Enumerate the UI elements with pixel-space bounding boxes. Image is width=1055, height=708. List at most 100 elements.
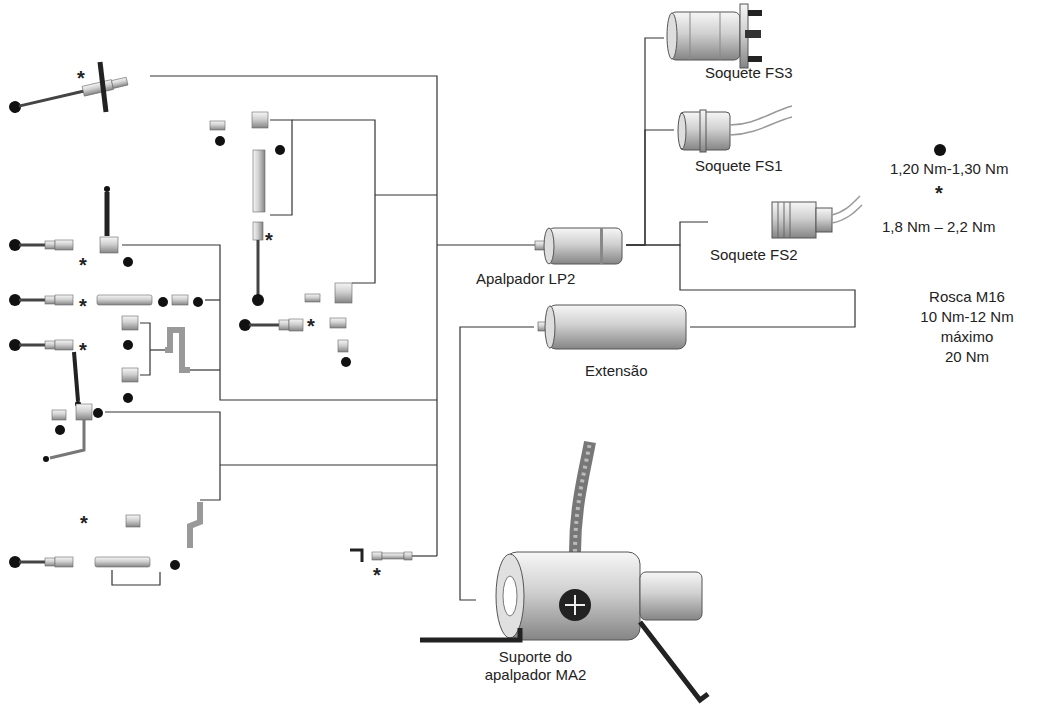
hex-tool-stylus (350, 550, 412, 562)
leader-lines (220, 464, 437, 465)
leader-lines (190, 369, 220, 370)
probe-holder-ma2 (574, 595, 576, 615)
stylus-row (126, 515, 140, 527)
stylus-side (341, 357, 351, 367)
probe-holder-ma2 (420, 628, 520, 640)
stylus-row (158, 297, 168, 307)
cranked-stylus (52, 410, 66, 420)
torque-mark: * (80, 513, 88, 533)
stylus-column (257, 240, 260, 295)
part-label: Soquete FS1 (695, 157, 783, 175)
cranked-stylus (43, 456, 49, 462)
stylus-column (215, 136, 225, 146)
socket-fs2 (784, 202, 785, 238)
torque-mark: * (79, 296, 87, 316)
socket-fs2 (778, 202, 779, 238)
part-label-box: Extensão (534, 301, 690, 382)
cranked-stylus (76, 404, 92, 420)
stylus-row (123, 393, 133, 403)
star-stylus (19, 89, 86, 107)
stylus-row (104, 186, 110, 192)
stylus-side (289, 319, 303, 331)
socket-fs2 (772, 202, 816, 238)
probe-lp2 (535, 228, 622, 264)
cranked-stylus (93, 408, 103, 418)
socket-fs1 (730, 106, 792, 125)
star-stylus (8, 62, 129, 114)
connector-line (626, 130, 674, 245)
stylus-row (95, 557, 150, 567)
socket-fs2 (816, 208, 832, 232)
torque-mark: * (265, 230, 273, 250)
stylus-row (19, 344, 47, 347)
stylus-row (19, 244, 47, 247)
stylus-row (55, 340, 73, 350)
probe-holder-ma2 (640, 572, 702, 620)
probe-holder-ma2 (503, 576, 517, 616)
part-label: Soquete FS2 (710, 246, 798, 264)
stylus-row (45, 341, 55, 349)
part-label: Soquete FS3 (705, 64, 793, 82)
stylus-row (97, 295, 152, 305)
socket-fs3 (745, 30, 761, 38)
part-label: Extensão (585, 362, 648, 380)
stylus-row (123, 340, 133, 350)
probe-lp2 (548, 228, 622, 264)
probe-lp2 (544, 228, 554, 264)
extension-bar (538, 305, 686, 349)
stylus-row (19, 299, 47, 302)
torque-mark: * (79, 255, 87, 275)
thread-torque-note: 10 Nm-12 Nm (917, 308, 1017, 326)
star-stylus (82, 80, 113, 96)
hex-tool-stylus (382, 553, 404, 559)
part-label: Apalpador LP2 (476, 270, 575, 288)
socket-fs2 (790, 202, 791, 238)
leader-lines (112, 570, 160, 585)
socket-fs1 (700, 110, 706, 152)
socket-fs1 (678, 113, 686, 149)
probe-holder-ma2 (640, 622, 708, 700)
stylus-row (190, 502, 200, 548)
thread-torque-note: máximo (917, 328, 1017, 346)
stylus-row (55, 557, 73, 567)
stylus-side (279, 320, 289, 330)
leader-lines (105, 412, 220, 500)
socket-fs1 (730, 117, 792, 135)
leader-lines (122, 245, 437, 400)
socket-fs2 (832, 196, 860, 215)
stylus-column (210, 121, 225, 130)
hex-tool-stylus (404, 552, 412, 560)
probe-holder-ma2 (575, 442, 590, 552)
stylus-row (165, 330, 190, 370)
stylus-column (210, 112, 285, 306)
connector-line (460, 327, 534, 600)
connector-line (626, 222, 708, 245)
socket-fs3 (667, 13, 677, 59)
leader-lines (205, 299, 220, 300)
part-label-box: Soquete FS1 (674, 104, 785, 177)
stylus-row (55, 295, 73, 305)
probe-lp2 (600, 228, 603, 264)
probe-holder-ma2 (559, 589, 591, 621)
leader-lines (437, 244, 535, 245)
socket-fs3 (670, 12, 740, 60)
connector-line (626, 245, 855, 327)
stylus-row (45, 558, 55, 566)
torque-mark: * (307, 316, 315, 336)
socket-fs2 (832, 205, 862, 223)
stylus-column (252, 294, 264, 306)
stylus-row (9, 294, 203, 307)
stylus-side (249, 324, 279, 327)
leader-lines (150, 349, 165, 350)
stylus-row (122, 316, 138, 330)
stylus-column (253, 150, 265, 212)
socket-fs3 (748, 10, 762, 16)
torque-mark: * (935, 183, 943, 203)
socket-fs3 (690, 12, 691, 60)
stylus-row (105, 192, 110, 236)
stylus-column (252, 112, 268, 128)
stylus-row (9, 316, 190, 407)
legend-text: 1,8 Nm – 2,2 Nm (882, 218, 995, 236)
torque-mark: * (77, 68, 85, 88)
